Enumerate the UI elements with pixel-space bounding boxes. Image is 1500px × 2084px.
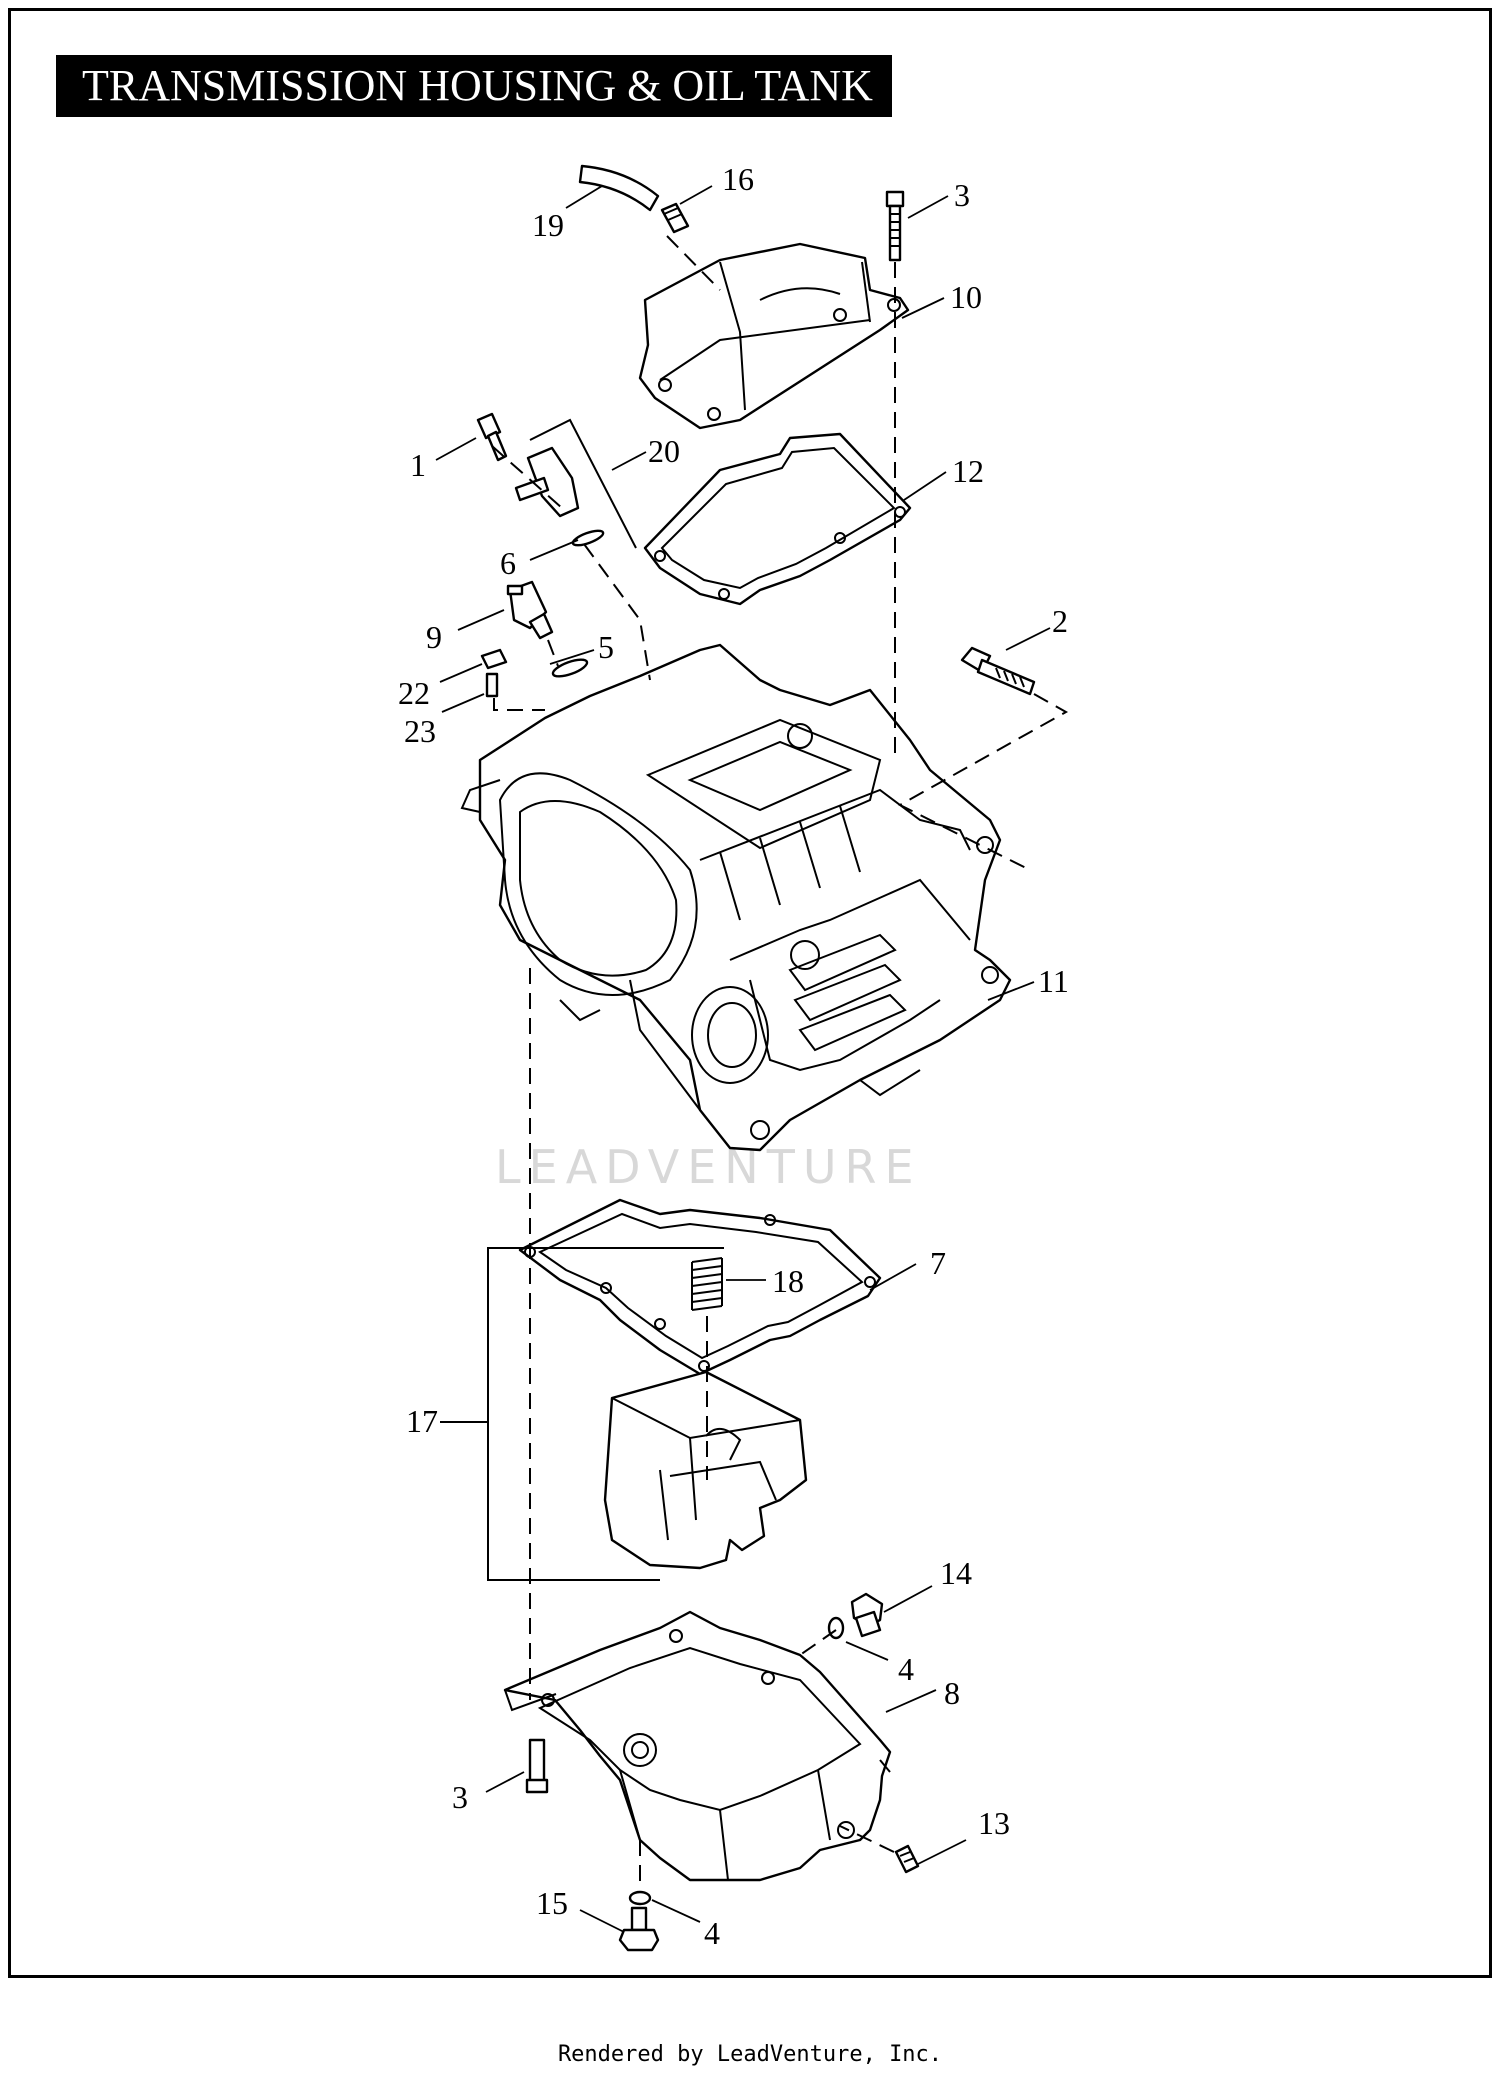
part-20-sensor [514, 418, 637, 549]
part-15-drain-plug [618, 1906, 660, 1952]
callout-19: 19 [532, 207, 564, 243]
part-23-stud [485, 672, 499, 698]
callout-14: 14 [940, 1555, 972, 1591]
part-3-bolt-top [885, 190, 905, 262]
callout-22: 22 [398, 675, 430, 711]
callout-4-upper: 4 [898, 1651, 914, 1687]
callout-18: 18 [772, 1263, 804, 1299]
part-13-plug [894, 1844, 920, 1874]
part-12-top-cover-gasket [643, 432, 912, 606]
part-3-bolt-lower [525, 1738, 549, 1794]
callout-20: 20 [648, 433, 680, 469]
diagram-frame [8, 8, 1492, 1978]
callout-17: 17 [406, 1403, 438, 1439]
part-4-o-ring-lower [628, 1890, 652, 1906]
footer-credit: Rendered by LeadVenture, Inc. [557, 2042, 943, 2067]
part-16-fitting [660, 202, 690, 234]
part-11-transmission-housing [460, 643, 1012, 1152]
part-19-vent-hose [578, 164, 660, 212]
callout-10: 10 [950, 279, 982, 315]
part-22-plug [480, 648, 508, 670]
part-9-switch [506, 580, 554, 640]
callout-1: 1 [410, 447, 426, 483]
part-10-top-cover [638, 242, 910, 430]
diagram-title: TRANSMISSION HOUSING & OIL TANK [56, 55, 892, 117]
part-5-o-ring [551, 658, 589, 678]
callout-4-lower: 4 [704, 1915, 720, 1951]
assembly-centerlines [491, 235, 1069, 1890]
callout-leader-lines [435, 185, 1051, 1933]
callout-11: 11 [1038, 963, 1069, 999]
callout-7: 7 [930, 1245, 946, 1281]
callout-8: 8 [944, 1675, 960, 1711]
part-6-o-ring [571, 529, 605, 547]
part-8-oil-pan [503, 1610, 892, 1882]
part-14-plug [850, 1592, 884, 1638]
part-18-spring [691, 1257, 723, 1311]
callout-6: 6 [500, 545, 516, 581]
part-1-screw [476, 412, 508, 462]
callout-2: 2 [1052, 603, 1068, 639]
callout-15: 15 [536, 1885, 568, 1921]
bracket-17 [440, 1247, 724, 1581]
callout-3-top: 3 [954, 177, 970, 213]
callout-3-lower: 3 [452, 1779, 468, 1815]
part-4-o-ring-upper [827, 1616, 845, 1640]
callout-12: 12 [952, 453, 984, 489]
callout-16: 16 [722, 161, 754, 197]
exploded-parts-diagram: LEADVENTURE [398, 161, 1069, 1952]
callout-5: 5 [598, 629, 614, 665]
part-17-baffle [603, 1370, 808, 1570]
part-2-bolt [960, 646, 1036, 696]
part-7-oil-pan-gasket [518, 1198, 882, 1376]
callout-23: 23 [404, 713, 436, 749]
callout-9: 9 [426, 619, 442, 655]
watermark: LEADVENTURE [495, 1140, 922, 1194]
callout-13: 13 [978, 1805, 1010, 1841]
